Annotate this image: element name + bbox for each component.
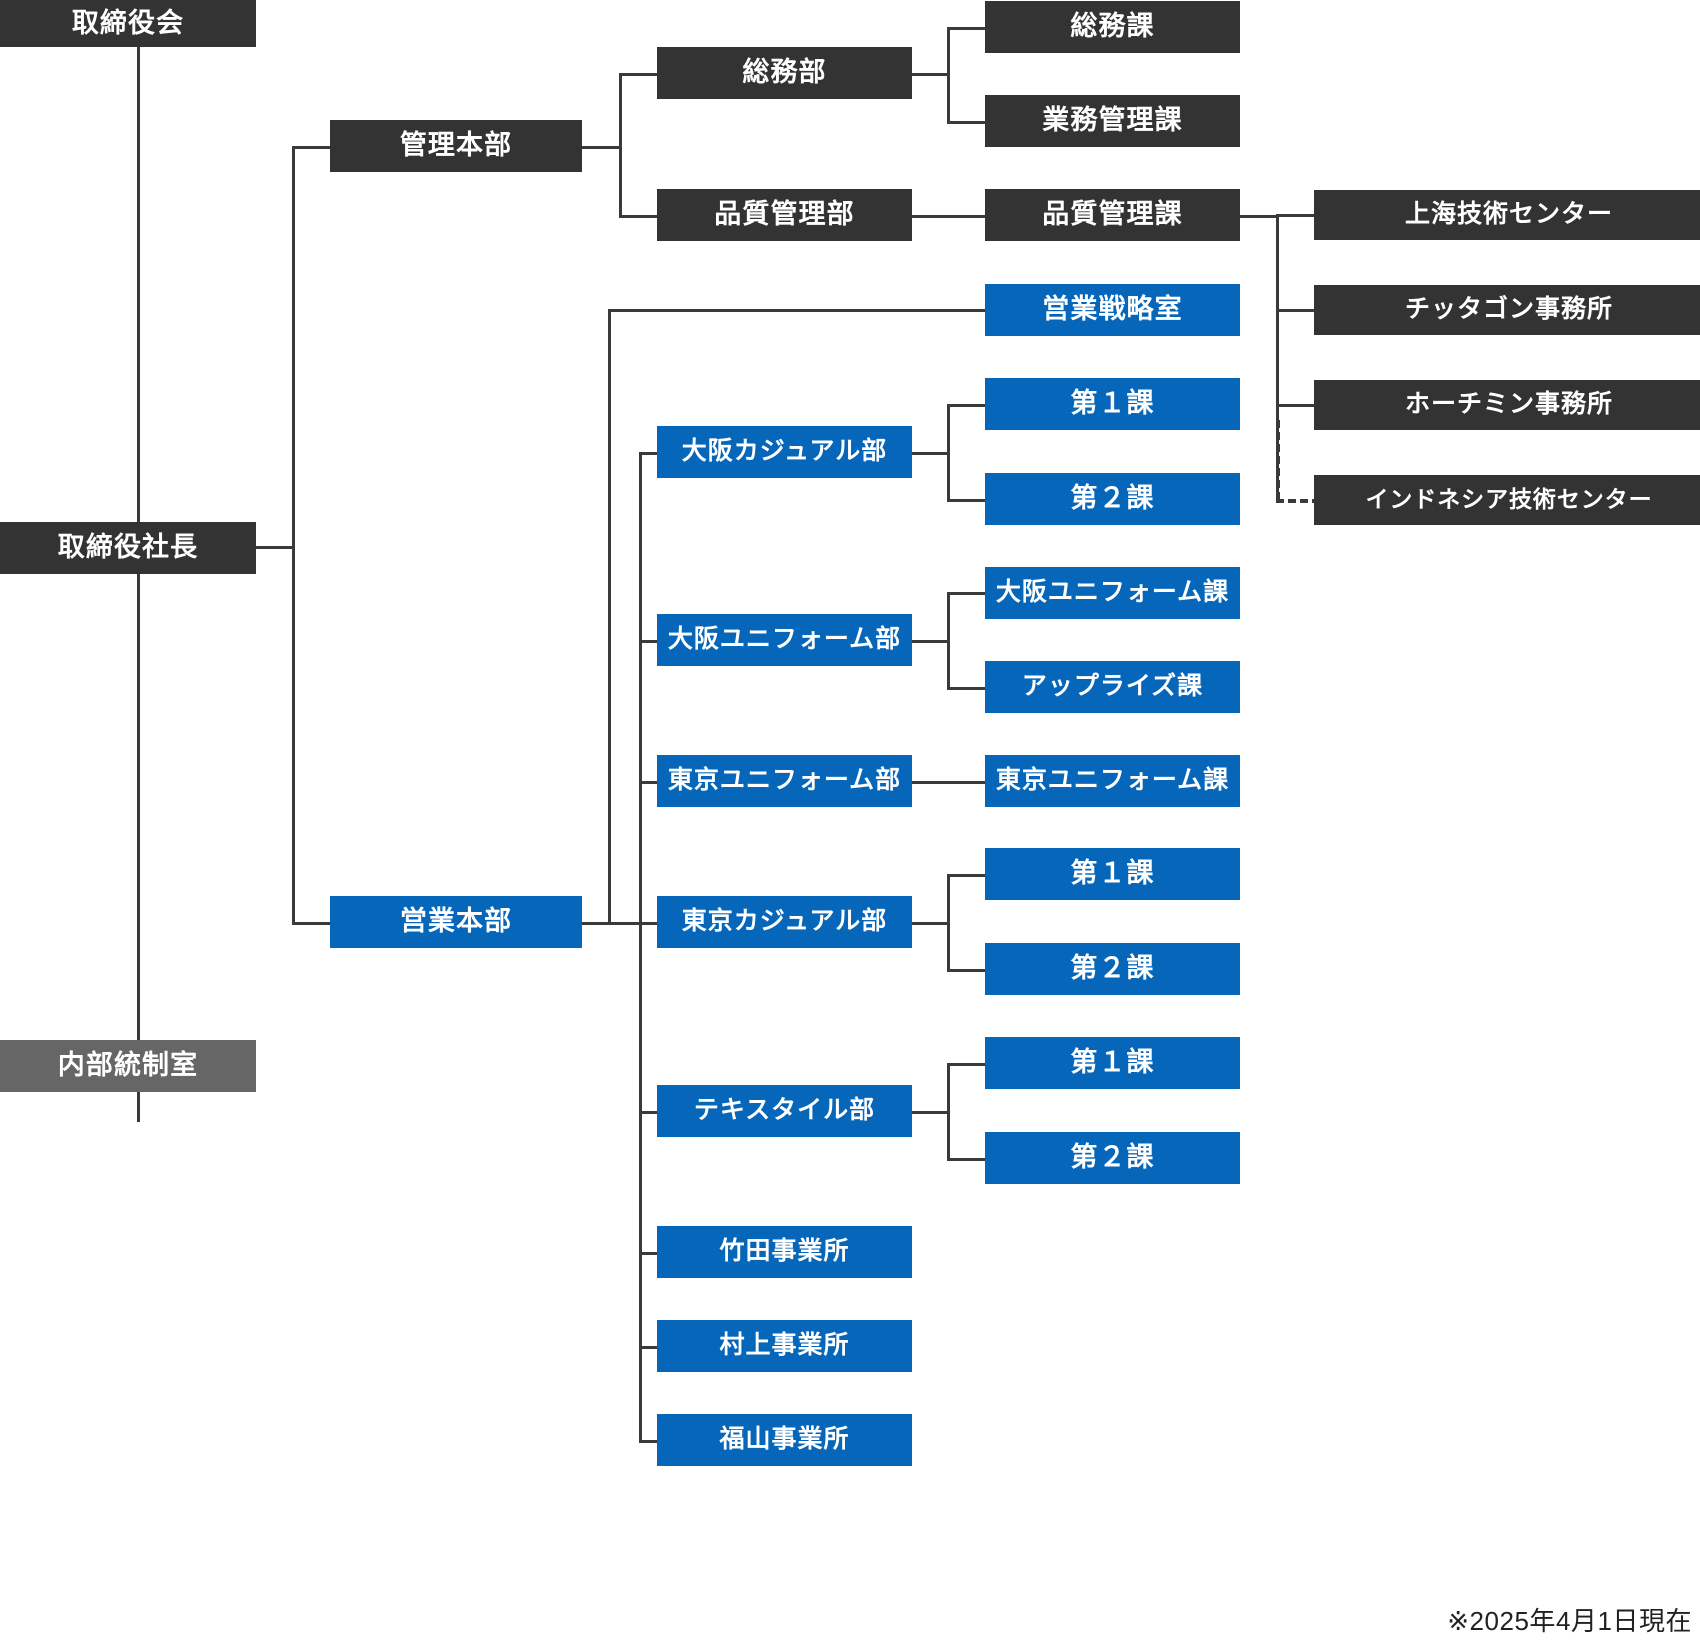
connector-tokyo-casual-dept-stub	[911, 922, 950, 925]
connector-overseas-bus-dashed	[1276, 420, 1280, 500]
node-quality-control-dept[interactable]: 品質管理部	[657, 189, 912, 241]
connector-bus-to-osaka-casual-dept	[639, 452, 659, 455]
node-textile-dept[interactable]: テキスタイル部	[657, 1085, 912, 1137]
connector-bus-to-business-mgmt-sec	[947, 121, 987, 124]
node-chittagong-office[interactable]: チッタゴン事務所	[1314, 285, 1700, 335]
connector-general-affairs-dept-stub	[911, 73, 950, 76]
connector-general-affairs-sec-bus	[947, 28, 950, 124]
connector-osaka-casual-dept-stub	[911, 452, 950, 455]
connector-quality-sec-stub	[1240, 215, 1279, 218]
node-uprise-section[interactable]: アップライズ課	[985, 661, 1240, 713]
connector-admin-dept-bus	[619, 74, 622, 217]
node-admin-hq[interactable]: 管理本部	[330, 120, 582, 172]
connector-bus-to-osaka-uniform-sec	[947, 592, 987, 595]
node-osaka-uniform-dept[interactable]: 大阪ユニフォーム部	[657, 614, 912, 666]
node-textile-section-2[interactable]: 第２課	[985, 1132, 1240, 1184]
connector-president-to-internal-control	[137, 574, 140, 1122]
connector-bus-to-indonesia-dashed	[1276, 499, 1320, 503]
connector-bus-to-fukuyama-office	[639, 1440, 659, 1443]
connector-bus-to-general-affairs-dept	[619, 73, 659, 76]
connector-bus-to-tokyo-casual-dept	[639, 922, 659, 925]
connector-admin-hq-stub	[581, 146, 621, 149]
node-osaka-uniform-section[interactable]: 大阪ユニフォーム課	[985, 567, 1240, 619]
connector-bus-to-tokyo-casual-sec2	[947, 969, 987, 972]
node-takeda-office[interactable]: 竹田事業所	[657, 1226, 912, 1278]
connector-sales-strategy-bus	[608, 310, 611, 924]
connector-bus-to-chittagong	[1276, 309, 1316, 312]
connector-board-to-president	[137, 46, 140, 522]
node-general-affairs-dept[interactable]: 総務部	[657, 47, 912, 99]
connector-bus-to-uprise-sec	[947, 687, 987, 690]
connector-overseas-bus	[1276, 215, 1279, 503]
node-tokyo-casual-dept[interactable]: 東京カジュアル部	[657, 896, 912, 948]
node-tokyo-uniform-section[interactable]: 東京ユニフォーム課	[985, 755, 1240, 807]
connector-tokyo-uniform-dept-to-sec	[911, 781, 987, 784]
node-internal-control-office[interactable]: 内部統制室	[0, 1040, 256, 1092]
node-tokyo-casual-section-2[interactable]: 第２課	[985, 943, 1240, 995]
connector-bus-to-general-affairs-sec	[947, 27, 987, 30]
connector-bus-to-sales-strategy	[608, 309, 988, 312]
chart-footnote-date: ※2025年4月1日現在	[1447, 1606, 1692, 1636]
node-sales-strategy-office[interactable]: 営業戦略室	[985, 284, 1240, 336]
connector-sales-hq-stub	[581, 922, 641, 925]
connector-bus-to-murakami-office	[639, 1346, 659, 1349]
connector-bus-to-admin-hq	[292, 146, 332, 149]
node-fukuyama-office[interactable]: 福山事業所	[657, 1414, 912, 1466]
connector-president-stub	[256, 546, 295, 549]
connector-tokyo-casual-sec-bus	[947, 875, 950, 972]
connector-bus-to-tokyo-casual-sec1	[947, 874, 987, 877]
node-osaka-casual-section-2[interactable]: 第２課	[985, 473, 1240, 525]
connector-hq-bus	[292, 147, 295, 925]
node-general-affairs-section[interactable]: 総務課	[985, 1, 1240, 53]
node-indonesia-tech-center[interactable]: インドネシア技術センター	[1314, 475, 1700, 525]
node-president[interactable]: 取締役社長	[0, 522, 256, 574]
node-hochiminh-office[interactable]: ホーチミン事務所	[1314, 380, 1700, 430]
connector-bus-to-textile-sec1	[947, 1063, 987, 1066]
node-board-of-directors[interactable]: 取締役会	[0, 0, 256, 47]
connector-bus-to-takeda-office	[639, 1252, 659, 1255]
node-osaka-casual-dept[interactable]: 大阪カジュアル部	[657, 426, 912, 478]
connector-bus-to-osaka-casual-sec2	[947, 499, 987, 502]
connector-bus-to-shanghai	[1276, 214, 1316, 217]
connector-textile-sec-bus	[947, 1064, 950, 1161]
connector-sales-dept-bus	[639, 453, 642, 1441]
node-textile-section-1[interactable]: 第１課	[985, 1037, 1240, 1089]
node-sales-hq[interactable]: 営業本部	[330, 896, 582, 948]
connector-bus-to-hochiminh	[1276, 404, 1316, 407]
connector-bus-to-quality-dept	[619, 215, 659, 218]
connector-bus-to-textile-sec2	[947, 1158, 987, 1161]
node-quality-control-section[interactable]: 品質管理課	[985, 189, 1240, 241]
node-osaka-casual-section-1[interactable]: 第１課	[985, 378, 1240, 430]
connector-osaka-uniform-dept-stub	[911, 640, 950, 643]
node-tokyo-uniform-dept[interactable]: 東京ユニフォーム部	[657, 755, 912, 807]
connector-bus-to-tokyo-uniform-dept	[639, 781, 659, 784]
connector-bus-to-sales-hq	[292, 922, 332, 925]
connector-osaka-casual-sec-bus	[947, 405, 950, 502]
connector-quality-dept-to-sec	[911, 215, 987, 218]
node-business-mgmt-section[interactable]: 業務管理課	[985, 95, 1240, 147]
connector-bus-to-osaka-uniform-dept	[639, 640, 659, 643]
connector-bus-to-osaka-casual-sec1	[947, 404, 987, 407]
connector-osaka-uniform-sec-bus	[947, 593, 950, 690]
node-murakami-office[interactable]: 村上事業所	[657, 1320, 912, 1372]
node-shanghai-tech-center[interactable]: 上海技術センター	[1314, 190, 1700, 240]
node-tokyo-casual-section-1[interactable]: 第１課	[985, 848, 1240, 900]
connector-bus-to-textile-dept	[639, 1111, 659, 1114]
connector-textile-dept-stub	[911, 1111, 950, 1114]
